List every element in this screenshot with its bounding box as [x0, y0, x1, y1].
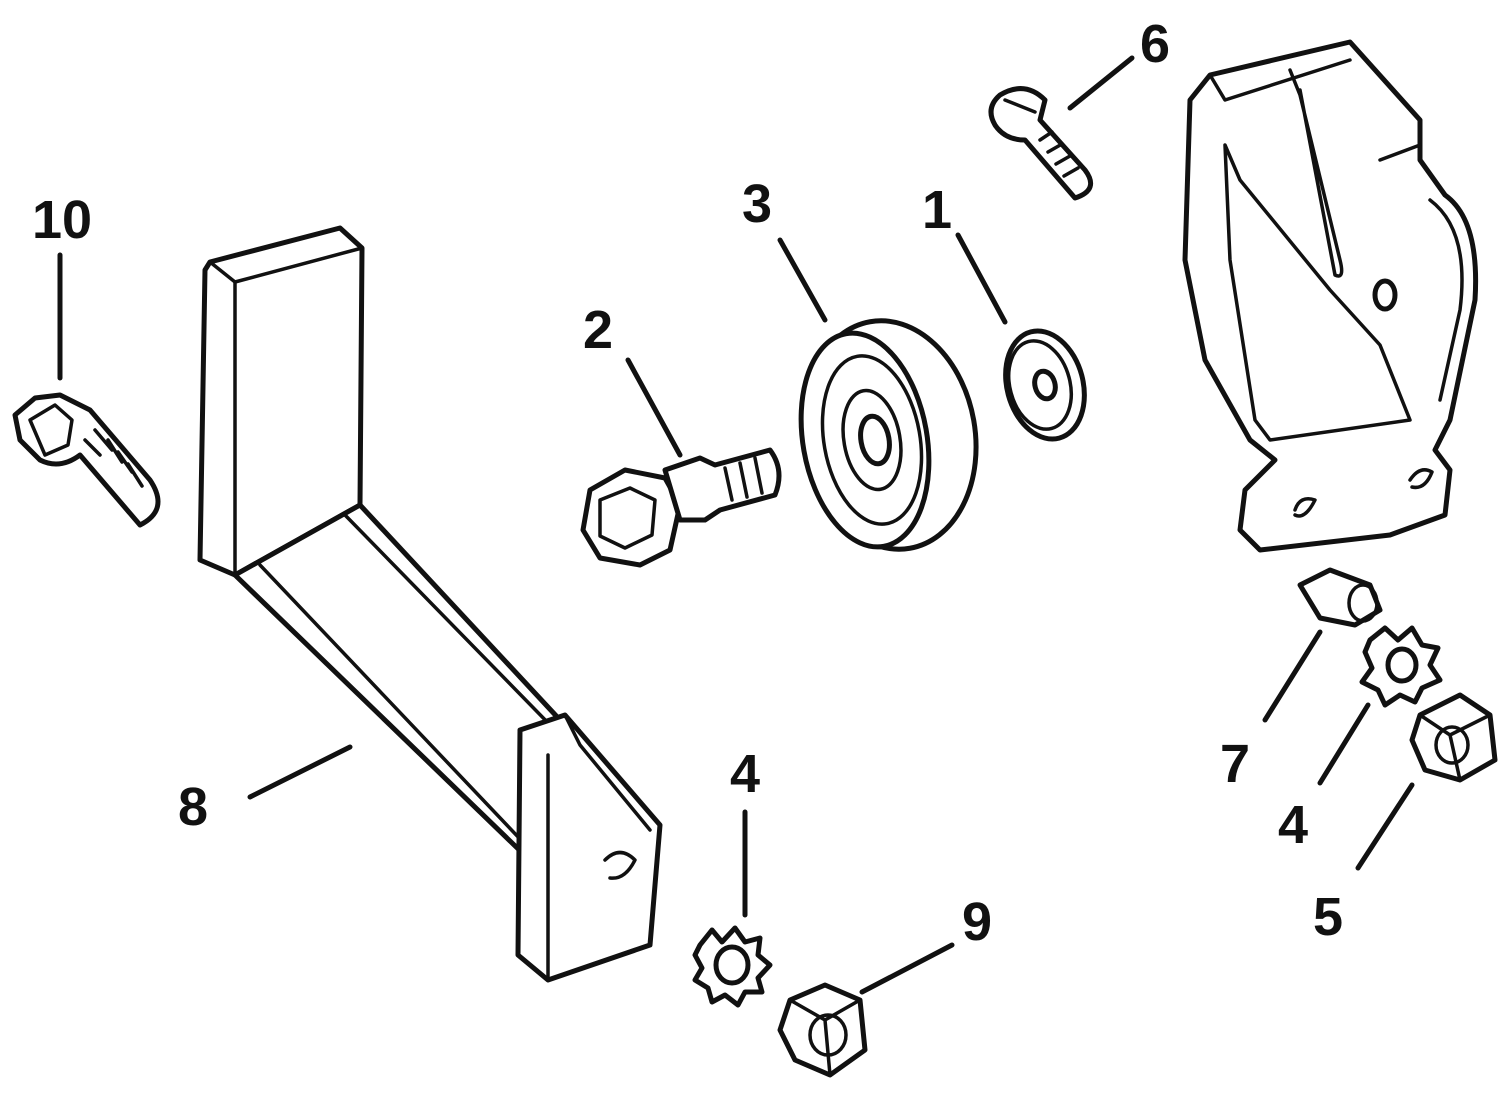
part-7-spacer — [1297, 567, 1383, 628]
part-10-screw — [12, 392, 161, 528]
leader-8 — [247, 744, 353, 800]
callout-5: 5 — [1313, 887, 1343, 947]
leader-4b — [1317, 702, 1371, 786]
leader-2 — [625, 357, 683, 458]
part-4-lock-washer-right — [1359, 625, 1443, 708]
callout-9: 9 — [962, 892, 992, 952]
callout-labels: 1 2 3 4 4 5 6 7 8 9 10 — [32, 14, 1343, 952]
callout-4-right: 4 — [1278, 795, 1308, 855]
callout-6: 6 — [1140, 14, 1170, 74]
leader-5 — [1355, 782, 1415, 871]
callout-2: 2 — [583, 300, 613, 360]
leader-6 — [1067, 55, 1135, 111]
callout-8: 8 — [178, 777, 208, 837]
callout-7: 7 — [1220, 734, 1250, 794]
part-6-screw — [988, 86, 1094, 201]
part-4-lock-washer-left — [692, 925, 773, 1008]
callout-10: 10 — [32, 190, 92, 250]
part-5-nut — [1409, 692, 1498, 783]
leader-9 — [859, 942, 955, 995]
callout-1: 1 — [922, 180, 952, 240]
leader-3 — [777, 237, 828, 323]
leader-1 — [955, 232, 1008, 325]
callout-3: 3 — [742, 174, 772, 234]
part-1-washer — [1003, 328, 1087, 442]
part-9-hex-nut — [777, 982, 868, 1078]
part-3-pulley — [798, 318, 979, 552]
leader-7 — [1262, 629, 1323, 723]
callout-4-left: 4 — [730, 744, 760, 804]
mounting-bracket — [1182, 39, 1479, 553]
part-2-shoulder-bolt — [580, 447, 782, 568]
part-8-bracket — [197, 225, 663, 983]
leader-lines — [57, 55, 1415, 995]
